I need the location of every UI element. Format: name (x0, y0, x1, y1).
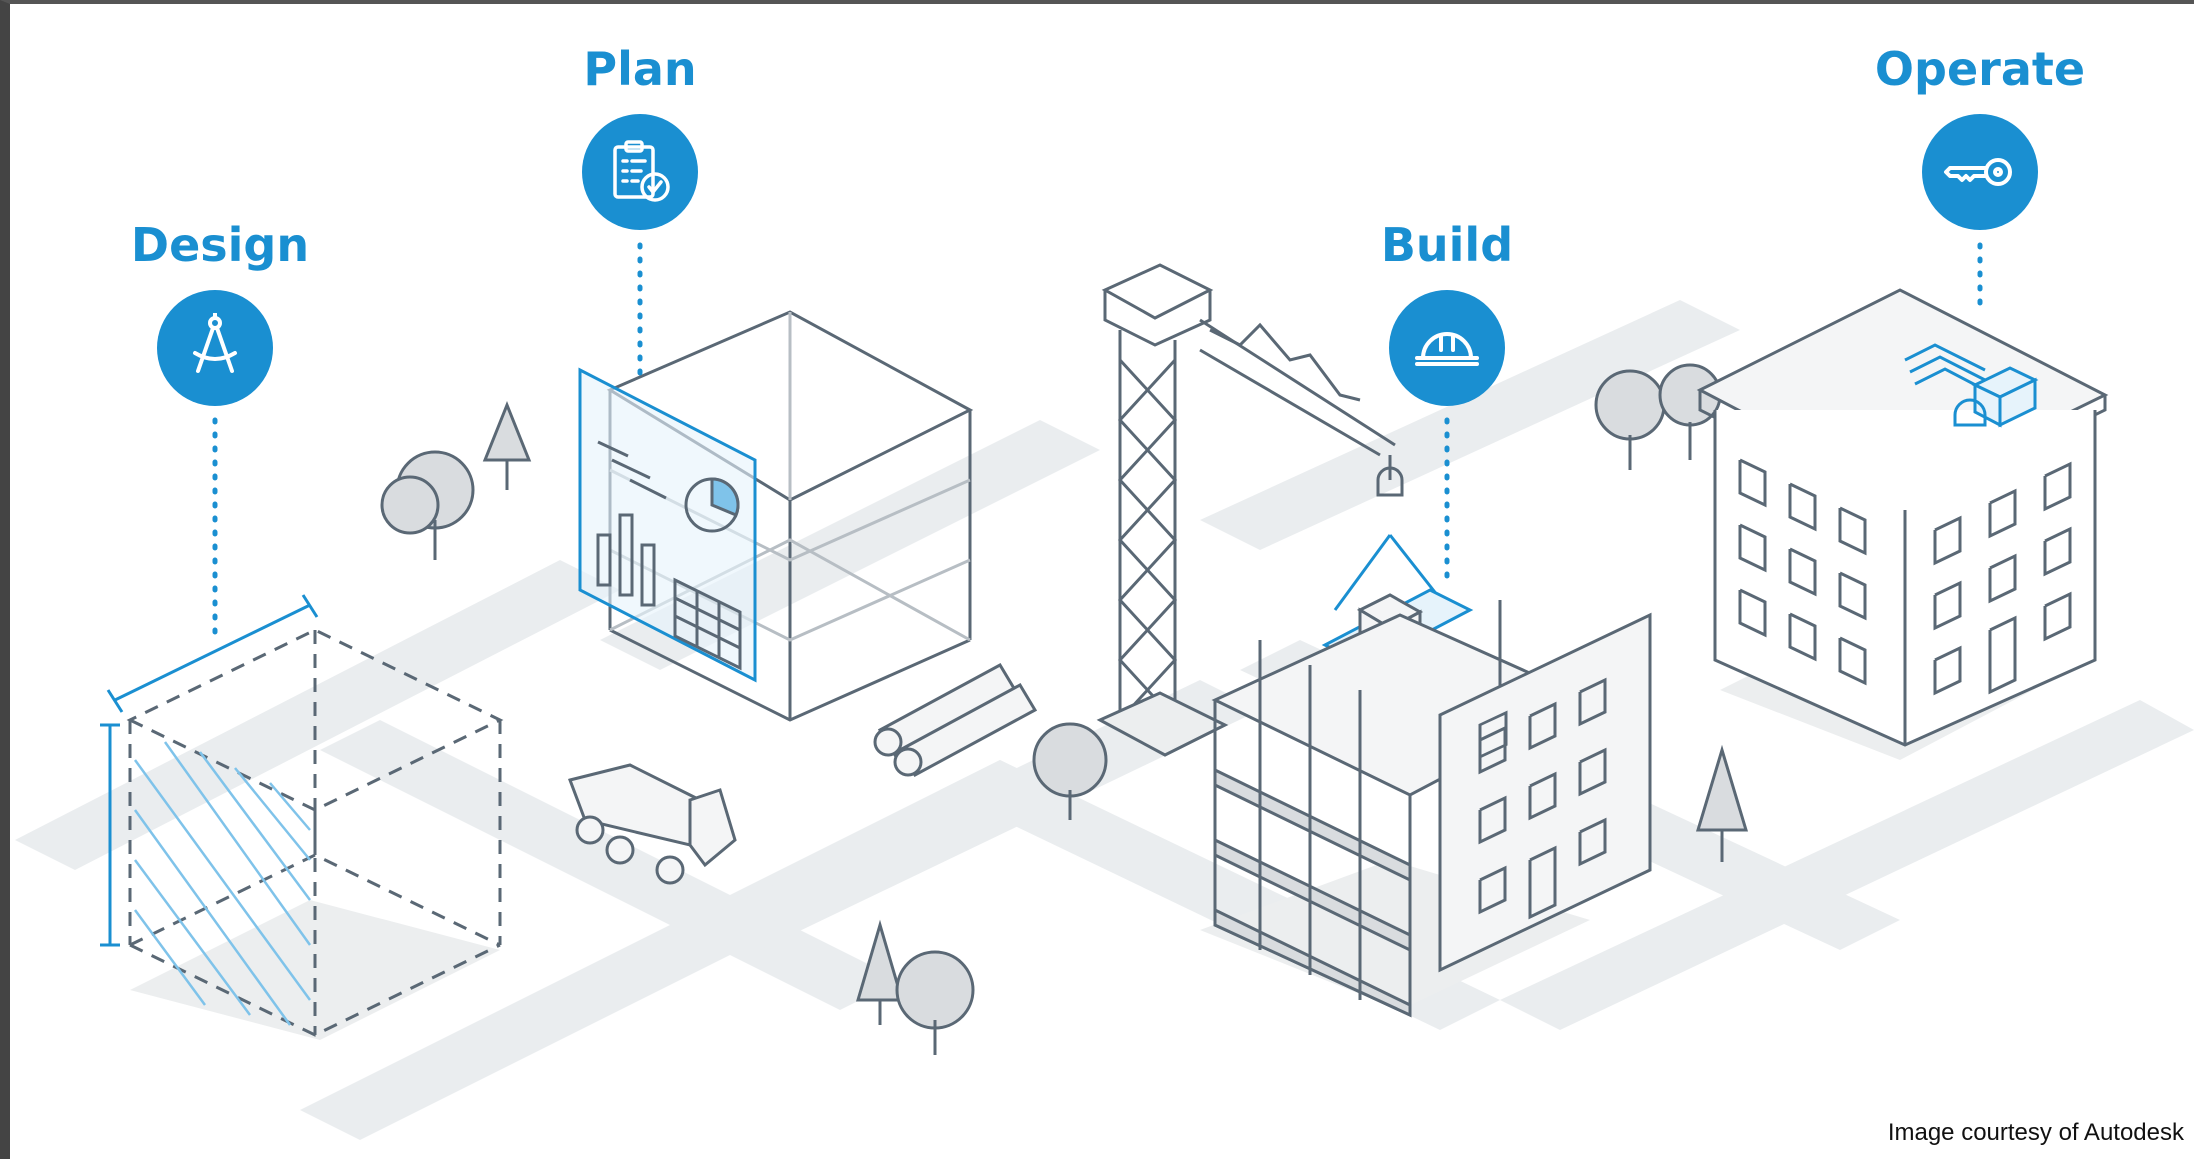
dump-truck (568, 763, 737, 885)
pipes (873, 662, 1038, 778)
design-wireframe-cube (126, 628, 504, 1037)
rooftop-hvac-unit (1904, 343, 2039, 428)
stage-label-design: Design (130, 218, 310, 272)
build-scaffold-building (1211, 600, 1652, 1018)
build-badge (1389, 290, 1505, 406)
trees (380, 363, 1749, 1055)
hard-hat-icon (1415, 332, 1479, 366)
image-credit: Image courtesy of Autodesk (1883, 1117, 2188, 1149)
stage-label-operate: Operate (1874, 42, 2086, 96)
operate-building (1696, 288, 2109, 747)
design-hatch-face (133, 741, 312, 1026)
key-icon (1944, 158, 2012, 186)
stage-label-plan: Plan (583, 42, 697, 96)
design-badge (157, 290, 273, 406)
connector-lines (212, 242, 1983, 643)
design-dimension-lines (100, 594, 319, 947)
drafting-compass-icon (193, 313, 237, 373)
clipboard-checklist-icon (613, 140, 670, 202)
plan-dashboard-panel (578, 367, 757, 683)
stage-label-build: Build (1380, 218, 1514, 272)
road-network (15, 300, 2194, 1140)
plan-badge (582, 114, 698, 230)
tower-crane (1096, 263, 1404, 757)
operate-badge (1922, 114, 2038, 230)
